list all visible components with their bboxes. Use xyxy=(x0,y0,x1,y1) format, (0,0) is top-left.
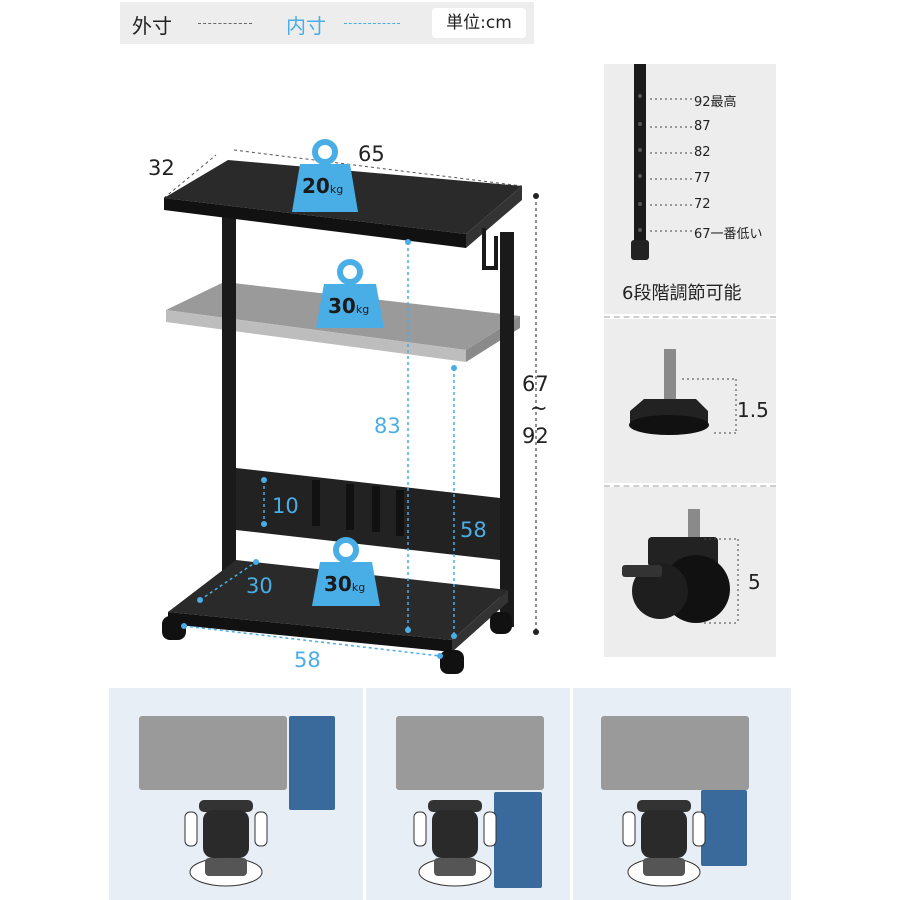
caster-illustration xyxy=(622,509,739,624)
outer-width-line xyxy=(233,149,523,187)
usage-scene-corner xyxy=(573,688,791,900)
legend-outer-label: 外寸 xyxy=(132,14,172,38)
caster-wheel xyxy=(490,612,512,634)
top-load-value: 20 xyxy=(302,174,330,198)
leveling-foot-illustration xyxy=(629,349,737,435)
inner-height-label: 83 xyxy=(374,414,401,438)
legend-inner-line xyxy=(344,23,400,24)
height-level: 77 xyxy=(694,171,711,186)
height-adjust-caption: 6段階調節可能 xyxy=(622,283,742,304)
height-level: 72 xyxy=(694,197,711,212)
height-max-label: 92 xyxy=(522,424,549,448)
usage-scene-under xyxy=(366,688,570,900)
chair-icon xyxy=(184,800,268,887)
height-level: 67一番低い xyxy=(694,227,763,242)
legend-outer-line xyxy=(198,23,252,24)
caster-wheel xyxy=(440,650,464,674)
desk xyxy=(396,716,544,790)
height-tilde: ~ xyxy=(530,396,548,420)
bottom-depth-label: 30 xyxy=(246,574,273,598)
outer-depth-label: 32 xyxy=(148,156,175,180)
top-load-unit: kg xyxy=(329,183,344,196)
bottom-load-label: 30kg xyxy=(324,572,365,596)
bottom-width-label: 58 xyxy=(294,648,321,672)
height-level: 92最高 xyxy=(694,95,737,110)
height-pole-illustration xyxy=(631,64,692,260)
unit-label: 単位:cm xyxy=(432,8,526,38)
panel-divider xyxy=(604,316,776,318)
left-leg xyxy=(222,214,236,609)
chair-icon xyxy=(413,800,497,887)
desk xyxy=(601,716,749,790)
product-illustration xyxy=(162,139,539,674)
outer-width-label: 65 xyxy=(358,142,385,166)
weight-icon xyxy=(312,537,380,606)
legend-inner-label: 内寸 xyxy=(286,14,326,38)
bottom-width-line xyxy=(183,625,441,657)
right-leg xyxy=(500,232,514,627)
caster-height: 5 xyxy=(748,570,761,594)
top-load-label: 20kg xyxy=(302,174,343,198)
middle-load-value: 30 xyxy=(328,294,356,318)
weight-icon xyxy=(292,139,358,212)
legend-bar: 外寸 内寸 単位:cm xyxy=(120,2,534,44)
cart xyxy=(289,716,335,810)
bottom-load-value: 30 xyxy=(324,572,352,596)
cart xyxy=(494,792,542,888)
middle-load-label: 30kg xyxy=(328,294,369,318)
usage-scene-side xyxy=(109,688,363,900)
height-level: 87 xyxy=(694,119,711,134)
bottom-depth-line xyxy=(199,561,257,601)
leveling-foot-height: 1.5 xyxy=(737,398,769,422)
height-level: 82 xyxy=(694,145,711,160)
hook-board xyxy=(236,468,500,560)
chair-icon xyxy=(622,800,706,887)
weight-icon xyxy=(316,259,384,328)
height-adjust-panel xyxy=(604,64,776,314)
cart xyxy=(701,790,747,866)
bottom-load-unit: kg xyxy=(351,581,366,594)
panel-divider xyxy=(604,485,776,487)
desk xyxy=(139,716,287,790)
middle-load-unit: kg xyxy=(355,303,370,316)
height-min-label: 67 xyxy=(522,372,549,396)
caster-wheel xyxy=(162,616,186,640)
outer-depth-line xyxy=(163,154,217,199)
inner-shelf-label: 58 xyxy=(460,518,487,542)
hook-height-label: 10 xyxy=(272,494,299,518)
